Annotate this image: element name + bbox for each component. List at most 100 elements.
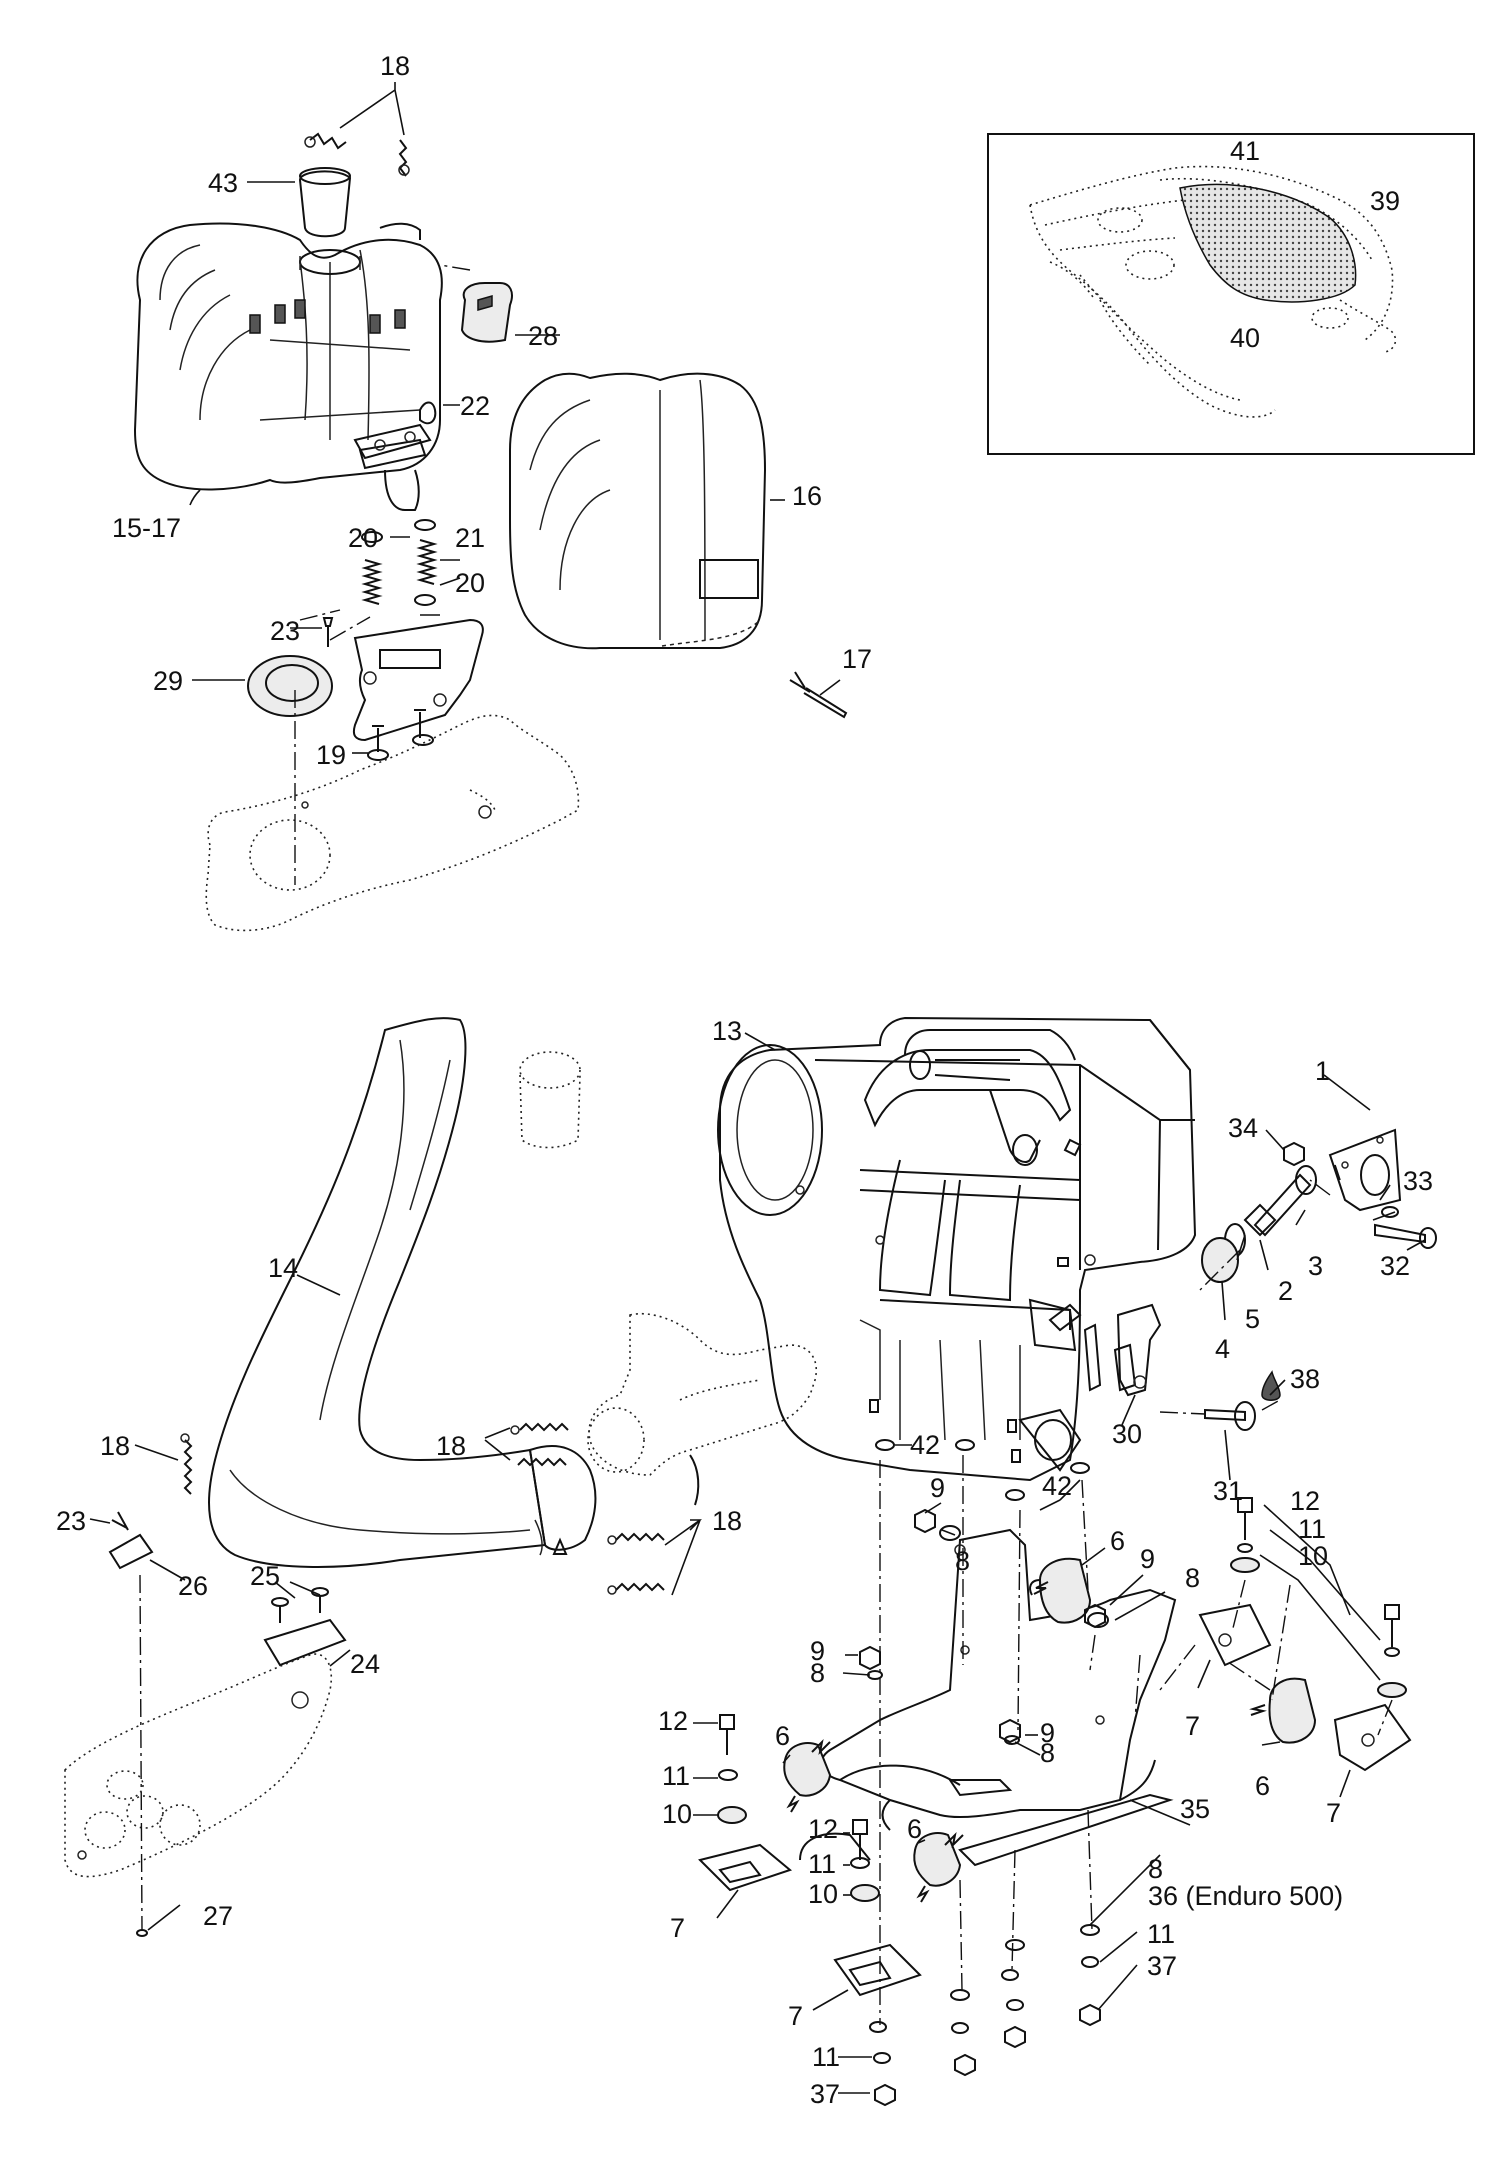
label-11-bottom: 11: [812, 2042, 840, 2072]
washers-11: [718, 1543, 1400, 2064]
label-10-mid: 10: [808, 1879, 838, 1909]
label-9-a: 9: [930, 1473, 945, 1503]
label-31: 31: [1213, 1476, 1243, 1506]
label-39: 39: [1370, 186, 1400, 216]
spring-18-top: [304, 132, 410, 177]
frame-outline-left: [64, 1653, 332, 1878]
bolt-31: [1204, 1401, 1256, 1431]
cover-16: [509, 372, 767, 650]
nuts-37: [874, 2003, 1101, 2107]
label-8-c: 8: [810, 1658, 825, 1688]
washer-33: [1381, 1206, 1399, 1218]
label-10-right: 10: [1298, 1541, 1328, 1571]
muffler-15-17: [133, 222, 443, 511]
label-18-left: 18: [100, 1431, 130, 1461]
label-1: 1: [1315, 1056, 1330, 1086]
label-26: 26: [178, 1571, 208, 1601]
springs-18-bottom: [510, 1422, 665, 1595]
label-41: 41: [1230, 136, 1260, 166]
top-centerline: [294, 264, 471, 885]
label-6-b: 6: [775, 1721, 790, 1751]
exhaust-pipe-14: [208, 1017, 597, 1568]
label-23-top: 23: [270, 616, 300, 646]
label-11-bottom-right: 11: [1147, 1919, 1175, 1949]
bracket-plate-top: [353, 401, 437, 460]
bolts-12: [719, 1497, 1400, 1860]
part-labels: 18 43 41 39 40 28 22 16 15-17 20 21 20 2…: [56, 51, 1433, 2109]
label-12-mid: 12: [808, 1814, 838, 1844]
label-9-c: 9: [810, 1636, 825, 1666]
rivet-17: [789, 671, 848, 719]
label-9-b: 9: [1140, 1544, 1155, 1574]
inset-detail-box: [987, 133, 1475, 455]
label-8-b: 8: [1185, 1563, 1200, 1593]
washers-42: [875, 1439, 1090, 1501]
nut-34: [1283, 1141, 1305, 1167]
label-9-d: 9: [1040, 1718, 1055, 1748]
spring-18-left: [180, 1433, 193, 1495]
belly-pan-outline: [205, 714, 580, 932]
spring-21: [361, 539, 438, 605]
bracket-26: [108, 1533, 154, 1570]
label-8-e: 8: [1148, 1854, 1163, 1884]
bolt-32: [1374, 1223, 1437, 1249]
washers-lower-stack: [869, 1969, 1024, 2034]
label-24: 24: [350, 1649, 380, 1679]
label-6-c: 6: [1255, 1771, 1270, 1801]
washer-20: [361, 519, 436, 606]
label-22: 22: [460, 391, 490, 421]
mesh-screen: [1179, 183, 1357, 303]
sleeve-43: [298, 167, 352, 238]
label-38: 38: [1290, 1364, 1320, 1394]
label-21: 21: [455, 523, 485, 553]
engine-mounts-6: [783, 1557, 1317, 1903]
pin-23-bottom: [111, 1511, 129, 1531]
support-24: [263, 1587, 347, 1667]
label-13: 13: [712, 1016, 742, 1046]
nuts-9: [859, 1508, 1106, 1744]
label-7-c: 7: [670, 1913, 685, 1943]
label-42-b: 42: [1042, 1471, 1072, 1501]
engine-13: [717, 1016, 1197, 1482]
label-18-bottom: 18: [712, 1506, 742, 1536]
label-12-left: 12: [658, 1706, 688, 1736]
label-14: 14: [268, 1253, 298, 1283]
label-27: 27: [203, 1901, 233, 1931]
label-11-left: 11: [662, 1761, 690, 1791]
label-36: 36 (Enduro 500): [1148, 1881, 1343, 1911]
leader-lines: [89, 82, 1426, 2094]
label-7-a: 7: [1185, 1711, 1200, 1741]
label-28: 28: [528, 321, 558, 351]
label-7-b: 7: [1326, 1798, 1341, 1828]
label-37-bottom: 37: [810, 2079, 840, 2109]
manifold-outline: [587, 1313, 817, 1506]
pin-23-top: [322, 617, 334, 647]
label-37-right: 37: [1147, 1951, 1177, 1981]
label-25: 25: [250, 1561, 280, 1591]
label-42-a: 42: [910, 1430, 940, 1460]
muffler-bracket: [352, 618, 484, 742]
hood-frame-outline: [1029, 165, 1397, 418]
bracket-30: [1116, 1303, 1162, 1397]
label-18-top: 18: [380, 51, 410, 81]
label-12-right: 12: [1290, 1486, 1320, 1516]
label-18-mid: 18: [436, 1431, 466, 1461]
label-7-d: 7: [788, 2001, 803, 2031]
label-34: 34: [1228, 1113, 1258, 1143]
label-23-bottom: 23: [56, 1506, 86, 1536]
label-6-d: 6: [907, 1814, 922, 1844]
label-6-a: 6: [1110, 1526, 1125, 1556]
label-2: 2: [1278, 1276, 1293, 1306]
label-43: 43: [208, 168, 238, 198]
label-4: 4: [1215, 1334, 1230, 1364]
cap-4: [1201, 1237, 1239, 1283]
label-32: 32: [1380, 1251, 1410, 1281]
label-5: 5: [1245, 1304, 1260, 1334]
label-16: 16: [792, 481, 822, 511]
label-11-right: 11: [1298, 1514, 1326, 1544]
engine-centerlines: [879, 1179, 1393, 2025]
label-8-a: 8: [955, 1546, 970, 1576]
label-19: 19: [316, 740, 346, 770]
drop-38: [1261, 1370, 1281, 1401]
